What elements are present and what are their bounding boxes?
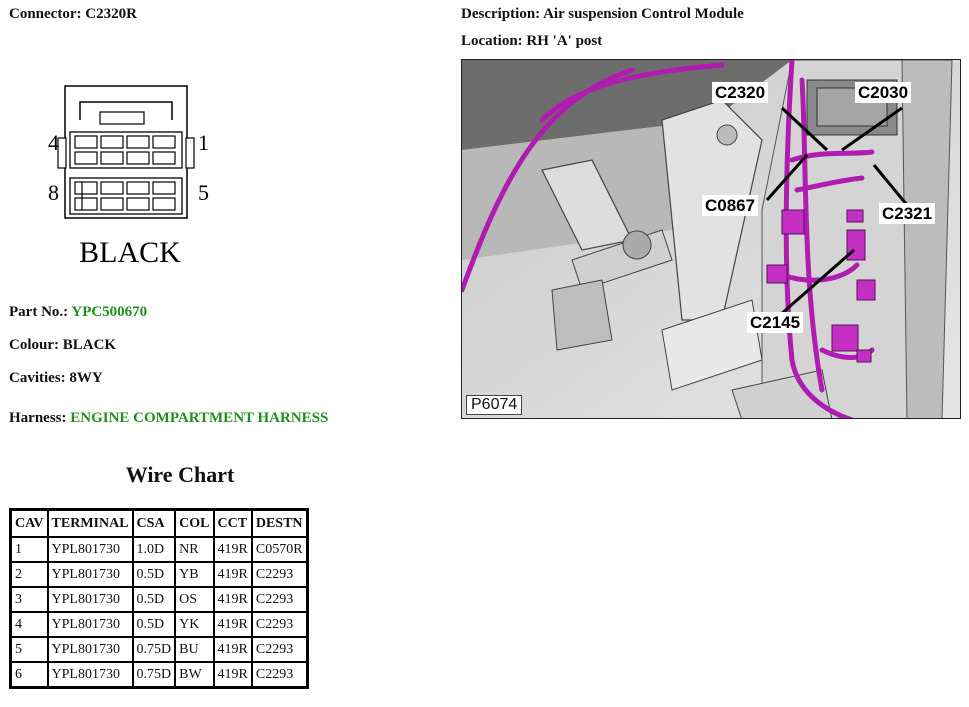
cell-terminal: YPL801730 (46, 561, 134, 588)
cell-csa: 0.75D (131, 661, 177, 689)
wire-chart-table: CAV TERMINAL CSA COL CCT DESTN 1 YPL8017… (9, 508, 309, 689)
callout-c2320: C2320 (712, 82, 769, 103)
vehicle-a-post-illustration (462, 60, 960, 418)
table-header-row: CAV TERMINAL CSA COL CCT DESTN (9, 508, 309, 538)
cell-col: BU (174, 636, 215, 663)
connector-id: C2320R (85, 6, 137, 22)
connector-face-drawing: 4 1 8 5 BLACK (40, 80, 220, 270)
image-reference-number: P6074 (466, 395, 523, 415)
cell-col: YK (174, 611, 215, 638)
part-number-link[interactable]: YPC500670 (71, 304, 148, 320)
pin-label-4: 4 (48, 130, 59, 155)
cell-cav: 6 (9, 661, 49, 689)
cell-terminal: YPL801730 (46, 586, 134, 613)
cavities-line: Cavities: 8WY (9, 370, 103, 387)
part-number-label: Part No.: (9, 304, 69, 320)
cell-cct: 419R (212, 536, 253, 563)
part-number-line: Part No.: YPC500670 (9, 304, 147, 321)
cell-cav: 3 (9, 586, 49, 613)
table-row: 4 YPL801730 0.5D YK 419R C2293 (9, 611, 309, 638)
table-row: 2 YPL801730 0.5D YB 419R C2293 (9, 561, 309, 588)
pin-label-8: 8 (48, 180, 59, 205)
callout-c0867: C0867 (702, 195, 759, 216)
pin-label-5: 5 (198, 180, 209, 205)
cell-cct: 419R (212, 561, 253, 588)
cell-destn: C0570R (250, 536, 309, 563)
cell-cct: 419R (212, 636, 253, 663)
cell-col: NR (174, 536, 215, 563)
connector-face-icon: 4 1 8 5 BLACK (48, 85, 209, 269)
cell-cct: 419R (212, 586, 253, 613)
callout-c2321: C2321 (879, 203, 936, 224)
cell-cav: 1 (9, 536, 49, 563)
description-value: Air suspension Control Module (543, 6, 744, 22)
cell-csa: 0.5D (131, 561, 177, 588)
location-line: Location: RH 'A' post (461, 33, 602, 50)
cell-csa: 0.75D (131, 636, 177, 663)
column-header-cct: CCT (212, 508, 253, 538)
callout-c2145: C2145 (747, 312, 804, 333)
wire-chart-title: Wire Chart (125, 462, 235, 487)
table-row: 5 YPL801730 0.75D BU 419R C2293 (9, 636, 309, 663)
column-header-destn: DESTN (250, 508, 309, 538)
connector-color-text: BLACK (79, 236, 181, 269)
location-value: RH 'A' post (526, 33, 603, 49)
colour-value: BLACK (62, 337, 117, 353)
cell-terminal: YPL801730 (46, 661, 134, 689)
cell-destn: C2293 (250, 611, 309, 638)
cell-cct: 419R (212, 611, 253, 638)
cell-terminal: YPL801730 (46, 636, 134, 663)
connector-location-image: C2320 C2030 C0867 C2321 C2145 P6074 (461, 59, 961, 419)
description-label: Description: (461, 6, 541, 22)
pin-label-1: 1 (198, 130, 209, 155)
cell-cav: 2 (9, 561, 49, 588)
cavities-label: Cavities: (9, 370, 66, 386)
connector-label: Connector: (9, 6, 82, 22)
cell-destn: C2293 (250, 636, 309, 663)
cell-destn: C2293 (250, 561, 309, 588)
table-row: 3 YPL801730 0.5D OS 419R C2293 (9, 586, 309, 613)
cell-col: YB (174, 561, 215, 588)
cell-cav: 4 (9, 611, 49, 638)
column-header-csa: CSA (131, 508, 177, 538)
table-row: 1 YPL801730 1.0D NR 419R C0570R (9, 536, 309, 563)
harness-link[interactable]: ENGINE COMPARTMENT HARNESS (70, 410, 329, 426)
cell-csa: 0.5D (131, 586, 177, 613)
cell-terminal: YPL801730 (46, 611, 134, 638)
column-header-col: COL (174, 508, 215, 538)
callout-c2030: C2030 (855, 82, 912, 103)
column-header-cav: CAV (9, 508, 49, 538)
cell-destn: C2293 (250, 586, 309, 613)
harness-label: Harness: (9, 410, 67, 426)
table-row: 6 YPL801730 0.75D BW 419R C2293 (9, 661, 309, 689)
cell-csa: 0.5D (131, 611, 177, 638)
colour-label: Colour: (9, 337, 59, 353)
cell-csa: 1.0D (131, 536, 177, 563)
cell-col: OS (174, 586, 215, 613)
colour-line: Colour: BLACK (9, 337, 116, 354)
connector-heading: Connector: C2320R (9, 6, 137, 23)
location-label: Location: (461, 33, 523, 49)
cell-destn: C2293 (250, 661, 309, 689)
column-header-terminal: TERMINAL (46, 508, 134, 538)
description-line: Description: Air suspension Control Modu… (461, 6, 744, 23)
harness-line: Harness: ENGINE COMPARTMENT HARNESS (9, 410, 328, 427)
cavities-value: 8WY (69, 370, 103, 386)
cell-cav: 5 (9, 636, 49, 663)
cell-col: BW (174, 661, 215, 689)
cell-terminal: YPL801730 (46, 536, 134, 563)
cell-cct: 419R (212, 661, 253, 689)
